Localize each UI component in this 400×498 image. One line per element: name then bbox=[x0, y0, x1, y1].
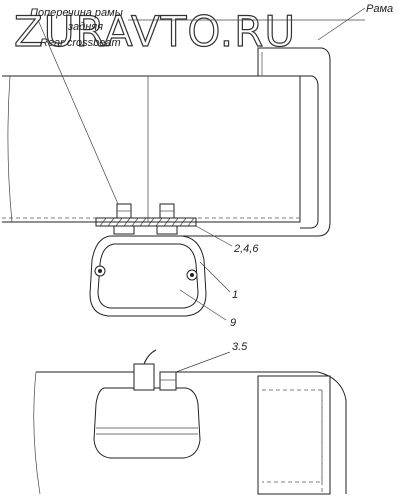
callout-1: 1 bbox=[232, 289, 238, 301]
mounting-bolt-right bbox=[156, 203, 178, 235]
label-frame-ru: Рама bbox=[366, 3, 393, 15]
callout-9: 9 bbox=[230, 317, 236, 329]
label-crossbeam-ru-2: задняя bbox=[67, 21, 103, 33]
battery-holder bbox=[89, 235, 207, 317]
crossbeam-side-view bbox=[33, 371, 347, 495]
mounting-bolt-left bbox=[113, 203, 135, 235]
label-crossbeam-en: Rear crossbeam bbox=[40, 37, 121, 49]
mounting-plate bbox=[95, 217, 197, 227]
frame-rail bbox=[176, 47, 331, 237]
callout-2-4-6: 2,4,6 bbox=[233, 243, 259, 255]
battery-side-view bbox=[93, 349, 201, 459]
label-crossbeam-ru-1: Поперечина рамы bbox=[30, 7, 123, 19]
rear-crossbeam bbox=[2, 75, 301, 223]
leader-lines bbox=[37, 7, 366, 373]
watermark-text: ZURAVTO.RU bbox=[14, 7, 296, 56]
callout-3-5: 3.5 bbox=[232, 341, 248, 353]
